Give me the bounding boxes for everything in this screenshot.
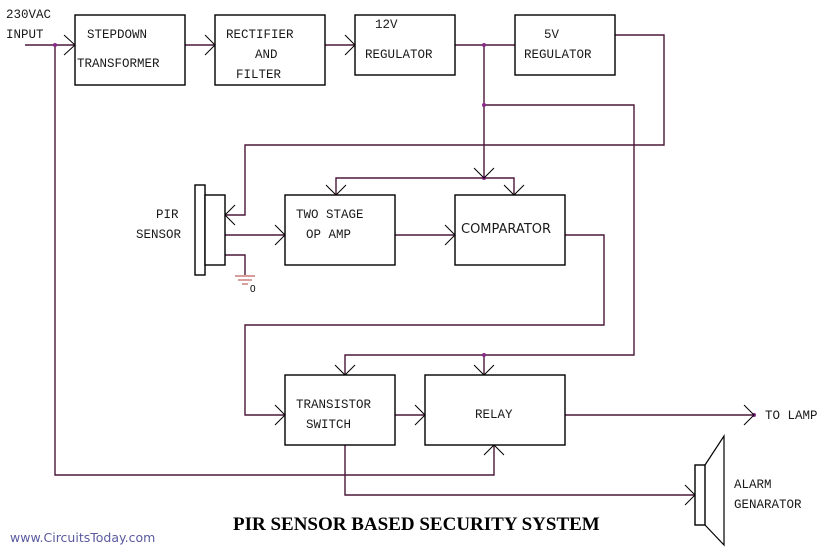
pir-sensor: PIR SENSOR xyxy=(136,184,226,276)
wire-transistor-to-alarm xyxy=(344,445,695,496)
wire-12v-branch-right xyxy=(344,104,635,375)
wire-supply-comparator xyxy=(484,177,515,195)
block-comparator: COMPARATOR xyxy=(454,194,566,266)
wire-comparator-to-transistor xyxy=(244,234,605,416)
wire-5v-to-pir xyxy=(225,34,665,216)
input-label: INPUT xyxy=(6,28,44,42)
arrow-right-icon xyxy=(743,404,755,426)
block-label: TRANSFORMER xyxy=(77,57,160,71)
junction-relay-supply xyxy=(482,353,486,357)
block-5v-regulator: 5V REGULATOR xyxy=(514,14,616,76)
block-rectifier-filter: RECTIFIER AND FILTER xyxy=(214,14,326,86)
arrow-down-icon xyxy=(473,167,495,179)
ground-label: 0 xyxy=(250,284,256,295)
wires xyxy=(25,34,754,496)
block-label: SWITCH xyxy=(306,418,351,432)
junction-12v-out xyxy=(482,43,486,47)
wire-ac-to-relay xyxy=(54,45,495,476)
pir-label: SENSOR xyxy=(136,228,182,242)
watermark: www.CircuitsToday.com xyxy=(10,530,155,545)
block-label: RECTIFIER xyxy=(226,28,294,42)
block-label: OP AMP xyxy=(306,228,351,242)
block-label: COMPARATOR xyxy=(461,222,551,237)
output-label: TO LAMP xyxy=(765,409,818,423)
block-label: AND xyxy=(255,48,278,62)
arrowheads xyxy=(63,34,755,506)
block-transistor-switch: TRANSISTOR SWITCH xyxy=(284,374,396,446)
input-label: 230VAC xyxy=(6,8,51,22)
block-12v-regulator: 12V REGULATOR xyxy=(354,14,456,76)
block-label: 12V xyxy=(375,18,398,32)
block-label: FILTER xyxy=(236,68,282,82)
block-label: RELAY xyxy=(475,408,513,422)
block-relay: RELAY xyxy=(424,374,566,446)
block-label: 5V xyxy=(544,28,560,42)
diagram-title: PIR SENSOR BASED SECURITY SYSTEM xyxy=(233,514,600,535)
junction-12v-branch xyxy=(482,103,486,107)
block-two-stage-op-amp: TWO STAGE OP AMP xyxy=(284,194,396,266)
block-label: STEPDOWN xyxy=(87,28,147,42)
block-label: TWO STAGE xyxy=(296,208,364,222)
alarm-label: ALARM xyxy=(734,478,772,492)
pir-label: PIR xyxy=(156,208,179,222)
block-label: TRANSISTOR xyxy=(296,398,372,412)
alarm-label: GENARATOR xyxy=(734,498,802,512)
wire-pir-ground xyxy=(225,254,246,275)
alarm-speaker-icon: ALARM GENARATOR xyxy=(694,433,802,547)
ground-icon: 0 xyxy=(235,275,256,295)
block-stepdown-transformer: STEPDOWN TRANSFORMER xyxy=(74,14,186,86)
wire-supply-opamp xyxy=(335,177,484,195)
block-label: REGULATOR xyxy=(365,48,433,62)
block-label: REGULATOR xyxy=(524,48,592,62)
junction-ac xyxy=(53,43,57,47)
